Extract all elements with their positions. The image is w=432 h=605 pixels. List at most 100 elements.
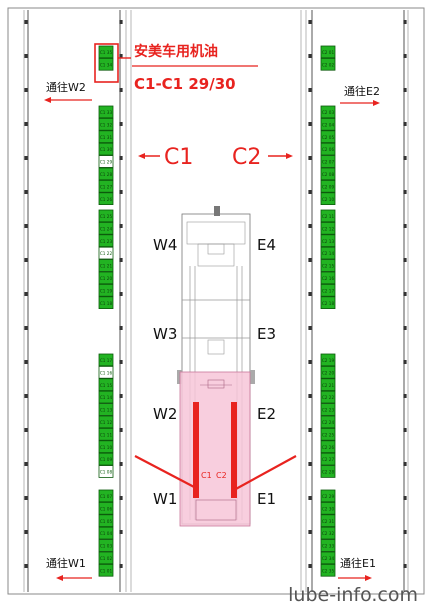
booth[interactable] <box>98 58 114 71</box>
booth[interactable] <box>98 427 114 441</box>
aisle-labels: C1 C2 <box>138 145 293 170</box>
booth[interactable] <box>98 142 114 156</box>
booth[interactable] <box>320 296 336 309</box>
booth[interactable] <box>98 539 114 552</box>
booth[interactable] <box>320 234 336 248</box>
column-marker <box>308 360 312 364</box>
booth[interactable] <box>98 105 114 119</box>
booth-label: C1 23 <box>100 239 113 244</box>
entrance-w1: W1 <box>153 490 177 508</box>
booth[interactable] <box>320 526 336 540</box>
booth[interactable] <box>320 353 336 367</box>
booth[interactable] <box>98 221 114 235</box>
booth[interactable] <box>98 415 114 429</box>
booth[interactable] <box>320 283 336 297</box>
booth[interactable] <box>98 246 114 260</box>
booth[interactable] <box>320 427 336 441</box>
highlighted-booth-frame[interactable] <box>94 43 119 83</box>
column-marker <box>24 394 28 398</box>
passage-w2[interactable]: 通往W2 <box>44 80 92 103</box>
booth[interactable] <box>98 378 114 391</box>
booth-label: C1 09 <box>100 457 113 462</box>
booth[interactable] <box>320 390 336 404</box>
booth[interactable] <box>320 564 336 577</box>
booth[interactable] <box>98 118 114 131</box>
booth[interactable] <box>320 209 336 223</box>
booth[interactable] <box>320 271 336 285</box>
booth[interactable] <box>98 271 114 285</box>
booth[interactable] <box>320 142 336 156</box>
booth[interactable] <box>320 58 336 71</box>
watermark: lube-info.com <box>288 584 418 605</box>
column-marker <box>403 156 407 160</box>
column-marker <box>308 54 312 58</box>
booth-label: C1 31 <box>100 135 113 140</box>
booth[interactable] <box>320 221 336 235</box>
booth[interactable] <box>98 465 114 478</box>
booth[interactable] <box>320 551 336 565</box>
booth[interactable] <box>320 192 336 206</box>
booth[interactable] <box>320 167 336 181</box>
booth-label: C2 12 <box>322 226 335 231</box>
booth-label: C1 05 <box>100 519 113 524</box>
booth[interactable] <box>320 539 336 552</box>
booth[interactable] <box>320 514 336 527</box>
booth-label: C1 27 <box>100 184 113 189</box>
passage-w1[interactable]: 通往W1 <box>46 556 92 581</box>
booth[interactable] <box>320 155 336 168</box>
booth[interactable] <box>98 45 114 59</box>
booth[interactable] <box>320 415 336 429</box>
booth[interactable] <box>320 45 336 59</box>
booth[interactable] <box>98 209 114 223</box>
booth-label: C1 26 <box>100 197 113 202</box>
booth[interactable] <box>98 403 114 416</box>
booth[interactable] <box>98 179 114 193</box>
booth[interactable] <box>320 452 336 466</box>
booth[interactable] <box>320 465 336 478</box>
booth[interactable] <box>98 130 114 144</box>
booth[interactable] <box>98 283 114 297</box>
booth[interactable] <box>320 246 336 260</box>
booth[interactable] <box>320 105 336 119</box>
booth[interactable] <box>320 501 336 515</box>
booth-label: C2 34 <box>322 556 335 561</box>
booth[interactable] <box>98 155 114 168</box>
booth[interactable] <box>320 130 336 144</box>
target-hall-zone[interactable] <box>179 371 251 527</box>
column-marker <box>24 20 28 24</box>
booth[interactable] <box>98 526 114 540</box>
booth-label: C2 28 <box>322 470 335 475</box>
passage-e1[interactable]: 通往E1 <box>338 556 376 581</box>
column-marker <box>403 292 407 296</box>
booth[interactable] <box>98 234 114 248</box>
booth[interactable] <box>320 440 336 453</box>
booth[interactable] <box>320 378 336 391</box>
booth[interactable] <box>320 179 336 193</box>
passage-e2[interactable]: 通往E2 <box>340 84 380 106</box>
booth-label: C1 14 <box>100 395 113 400</box>
booth[interactable] <box>98 167 114 181</box>
booth[interactable] <box>98 296 114 309</box>
booth[interactable] <box>98 440 114 453</box>
booth[interactable] <box>320 489 336 503</box>
booth[interactable] <box>320 365 336 379</box>
booth[interactable] <box>320 403 336 416</box>
booth[interactable] <box>320 259 336 272</box>
booth[interactable] <box>98 489 114 503</box>
booth[interactable] <box>98 564 114 577</box>
booth[interactable] <box>98 390 114 404</box>
aisle-c2-label: C2 <box>232 145 261 170</box>
booth[interactable] <box>320 118 336 131</box>
column-marker <box>24 156 28 160</box>
booth[interactable] <box>98 551 114 565</box>
booth-callout: 安美车用机油 C1-C1 29/30 <box>118 43 258 93</box>
booth[interactable] <box>98 514 114 527</box>
booth[interactable] <box>98 192 114 206</box>
booth[interactable] <box>98 259 114 272</box>
column-marker <box>308 258 312 262</box>
booth[interactable] <box>98 452 114 466</box>
booth[interactable] <box>98 365 114 379</box>
booth[interactable] <box>98 353 114 367</box>
booth[interactable] <box>98 501 114 515</box>
column-marker <box>403 530 407 534</box>
